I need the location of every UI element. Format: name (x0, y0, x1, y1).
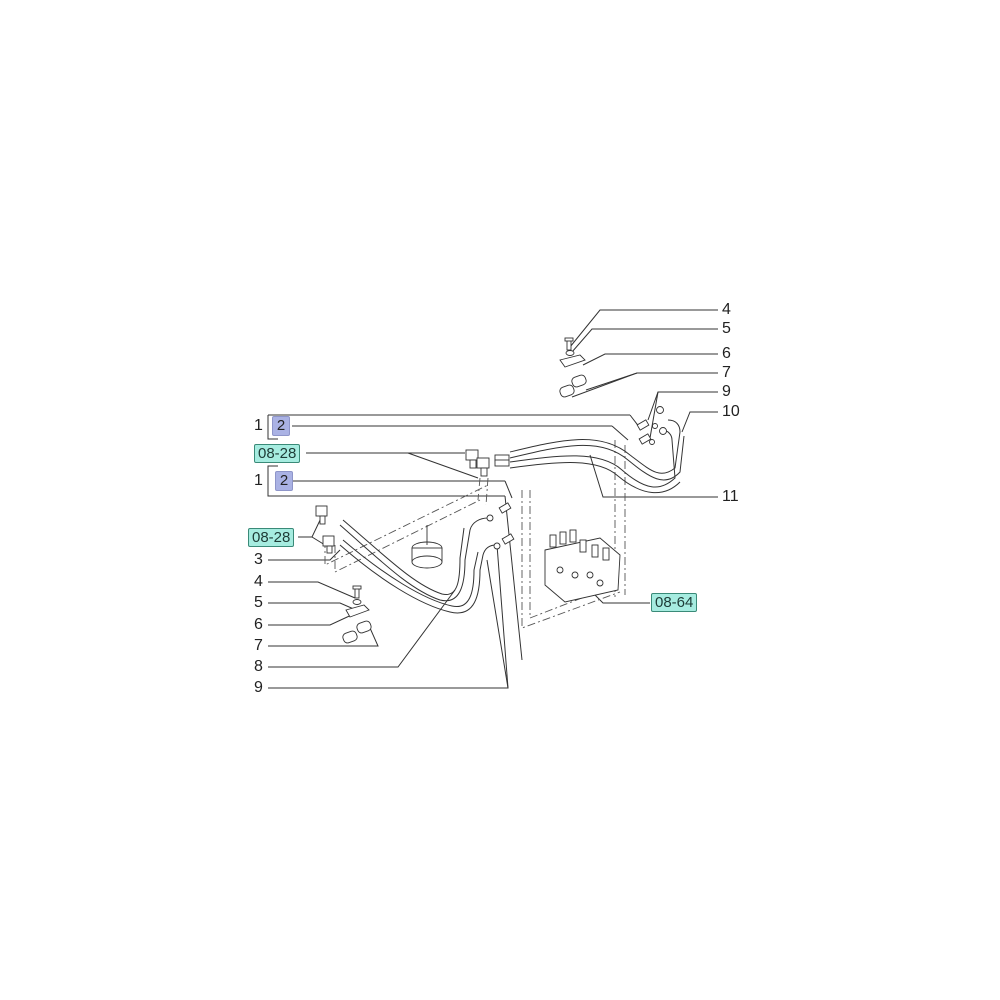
hose-pair-upper (509, 419, 685, 494)
spacers-part-7-top (559, 374, 587, 398)
reference-link-08-28-upper[interactable]: 08-28 (254, 444, 301, 463)
callout-6-left: 6 (254, 616, 263, 633)
callout-9-left: 9 (254, 679, 263, 696)
bolt-part-4-lower (352, 585, 362, 599)
swivel-motor (411, 525, 443, 569)
spacers-part-7-lower (342, 620, 372, 644)
valve-block-08-28-lower (315, 505, 335, 554)
callout-1-bottom: 1 (254, 472, 263, 489)
control-valve-08-64 (544, 529, 621, 603)
washer-part-5-top (565, 350, 575, 356)
leader-lines-right (569, 309, 718, 498)
callout-6-right: 6 (722, 345, 731, 362)
adapters-part-9-top (636, 406, 667, 445)
leader-08-64 (594, 594, 650, 604)
reference-link-08-64[interactable]: 08-64 (651, 593, 698, 612)
bracket-item-1-top (267, 414, 641, 441)
leader-08-28-upper (306, 452, 479, 479)
hose-pair-lower (339, 517, 497, 614)
callout-10-right: 10 (722, 403, 740, 420)
washer-part-5-lower (352, 599, 362, 605)
callout-5-left: 5 (254, 594, 263, 611)
callout-7-left: 7 (254, 637, 263, 654)
bolt-part-4-top (564, 337, 574, 351)
leader-lines-left (268, 515, 509, 689)
clamp-part-6-top (559, 354, 586, 368)
callout-8-left: 8 (254, 658, 263, 675)
callout-7-right: 7 (722, 364, 731, 381)
callout-11-right: 11 (722, 488, 739, 505)
callout-4-right: 4 (722, 301, 731, 318)
adapters-part-9-lower (486, 502, 515, 550)
reference-link-08-28-lower[interactable]: 08-28 (248, 528, 295, 547)
callout-4-left: 4 (254, 573, 263, 590)
bracket-item-1-bottom (267, 465, 523, 661)
callout-5-right: 5 (722, 320, 731, 337)
quantity-box-top: 2 (272, 416, 290, 436)
valve-block-08-28-upper (465, 449, 510, 477)
clamp-part-6-lower (345, 604, 370, 618)
callout-9-right: 9 (722, 383, 731, 400)
quantity-box-bottom: 2 (275, 471, 293, 491)
callout-1-top: 1 (254, 417, 263, 434)
callout-3-left: 3 (254, 551, 263, 568)
